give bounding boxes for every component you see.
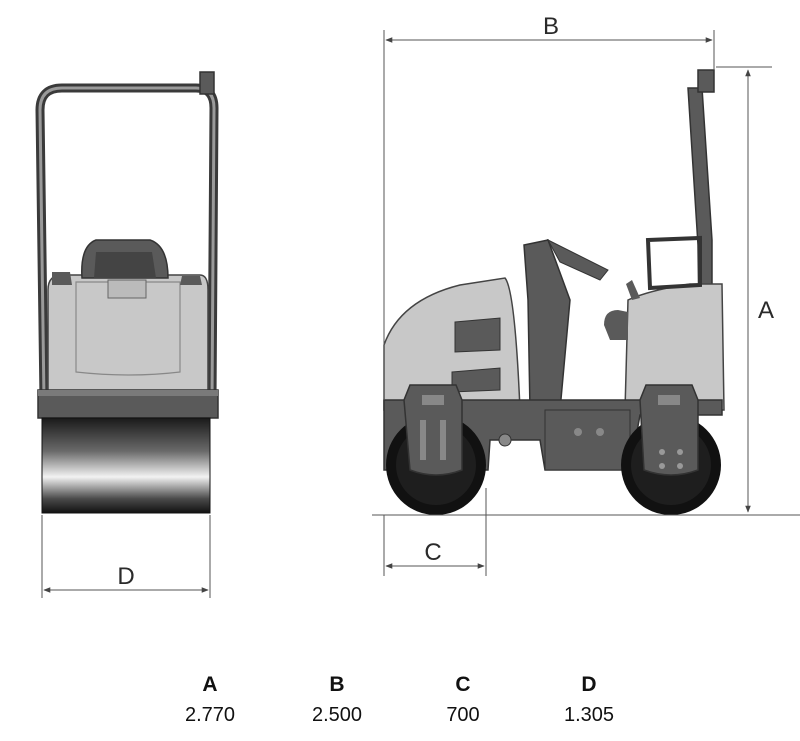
spec-B-key: B	[329, 673, 345, 696]
spec-C-key: C	[455, 673, 471, 696]
front-body	[47, 274, 209, 393]
side-steering-wheel	[546, 238, 609, 281]
dim-A-label: A	[758, 297, 774, 324]
spec-C: C 700	[418, 672, 508, 728]
side-view	[383, 69, 725, 515]
spec-D: D 1.305	[544, 672, 634, 728]
spec-D-key: D	[581, 673, 597, 696]
dim-C-label: C	[424, 539, 441, 566]
front-drum	[41, 417, 211, 514]
side-front-bracket	[639, 384, 699, 476]
spec-B: B 2.500	[292, 672, 382, 728]
spec-D-value: 1.305	[563, 704, 615, 726]
spec-A-value: 2.770	[184, 704, 236, 726]
front-view	[35, 71, 219, 514]
dimension-lines	[41, 30, 800, 598]
dimension-spec-table: A 2.770 B 2.500 C 700 D 1.305	[150, 672, 650, 732]
front-rops-cap	[199, 71, 215, 95]
spec-A: A 2.770	[165, 672, 255, 728]
dim-D-label: D	[117, 563, 134, 590]
side-rear-bracket	[403, 384, 463, 476]
spec-A-key: A	[202, 673, 218, 696]
side-seat-column	[523, 239, 571, 411]
spec-B-value: 2.500	[311, 704, 363, 726]
spec-C-value: 700	[446, 704, 480, 726]
dim-B-label: B	[543, 13, 559, 40]
side-rops-cap	[697, 69, 715, 93]
